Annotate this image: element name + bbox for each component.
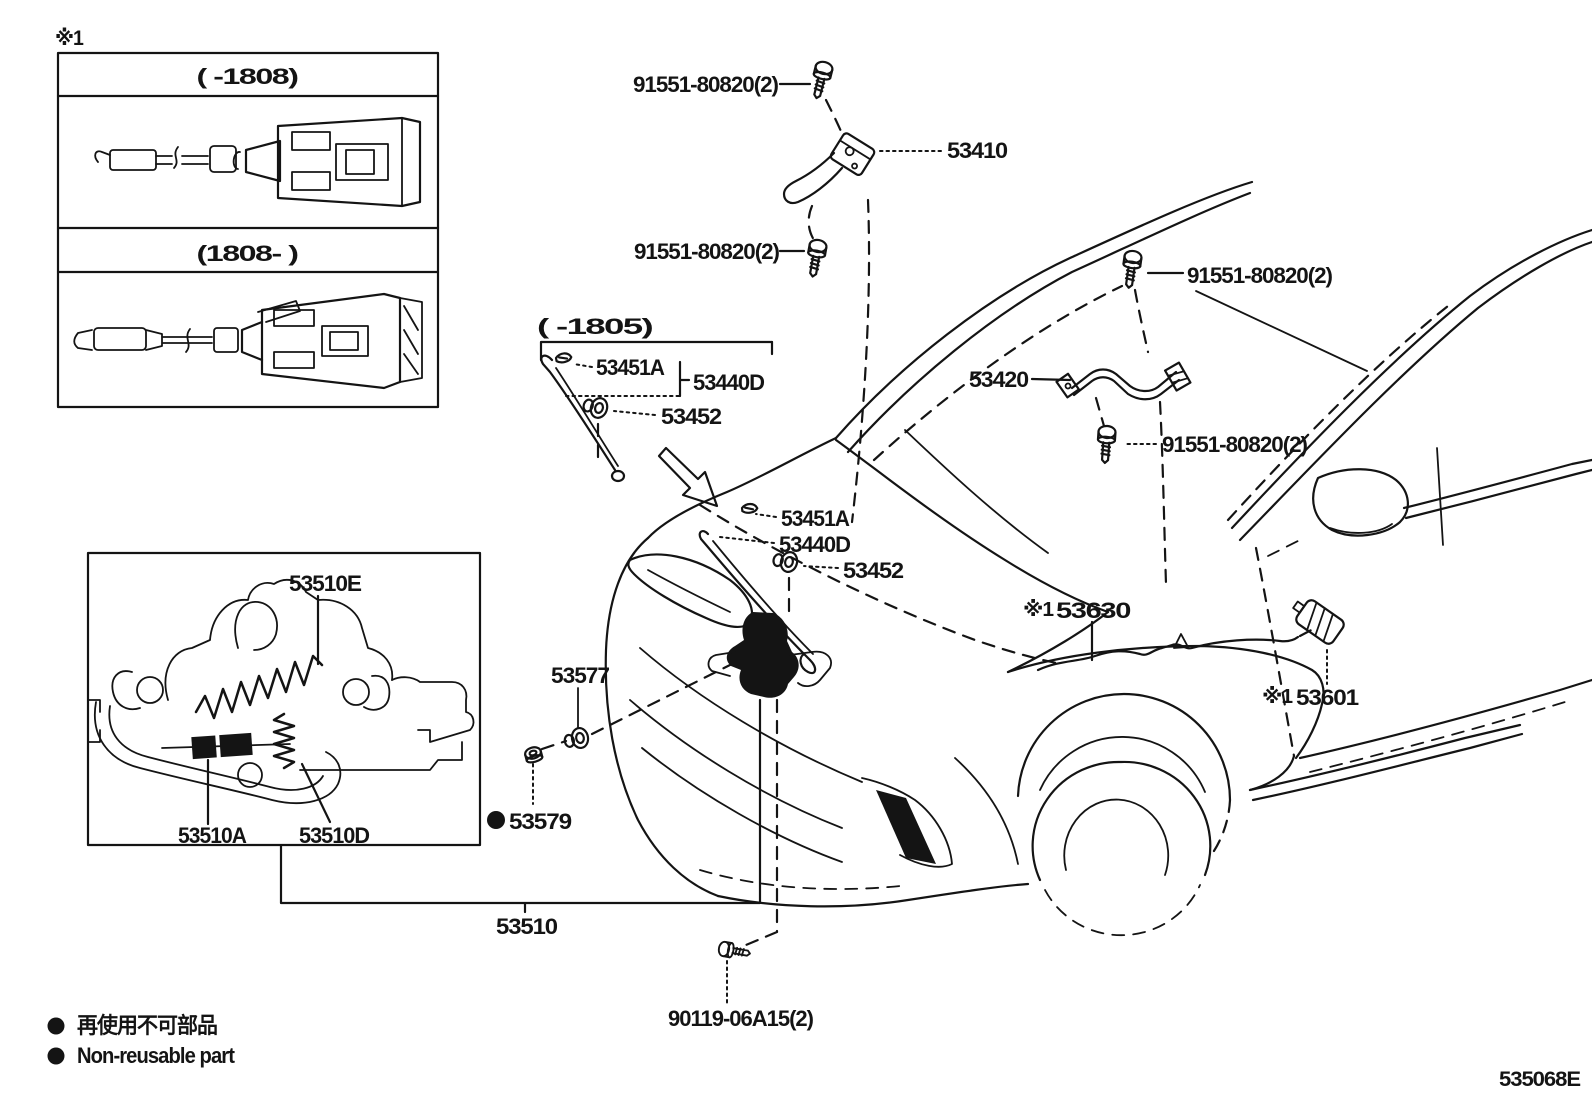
label-53452-2: 53452 (843, 558, 904, 583)
legend-bullets (47, 811, 505, 1065)
connector-housing-early (232, 116, 422, 208)
legend-en: Non-reusable part (77, 1043, 236, 1068)
inset-variant-early: ( -1808) (197, 64, 299, 89)
label-53510: 53510 (496, 914, 558, 939)
grommet-icon (561, 725, 591, 752)
label-91551-80820-4: 91551-80820(2) (1162, 432, 1308, 457)
label-91551-80820-2: 91551-80820(2) (634, 239, 780, 264)
label-53510E: 53510E (289, 571, 361, 596)
latch-bar (191, 732, 253, 760)
clip-icon (740, 501, 759, 516)
nut-icon (522, 744, 545, 765)
bolt-icon (1119, 248, 1144, 290)
leader-lines (206, 82, 1368, 1005)
connector-terminal-early (94, 145, 237, 173)
hood-hinge-53410 (782, 132, 876, 205)
bolt-icon (803, 237, 829, 280)
connector-housing-late (240, 292, 423, 390)
side-mirror (1267, 468, 1409, 557)
label-53451A-2: 53451A (781, 506, 850, 531)
bolt-icon (807, 59, 835, 102)
label-53579: 53579 (509, 809, 572, 834)
bolt-icon (1095, 424, 1117, 465)
inset-variant-late: (1808- ) (197, 241, 299, 266)
car-outline (604, 180, 1592, 937)
clip-icon (554, 351, 573, 365)
label-53440D-2: 53440D (779, 532, 850, 557)
label-53577: 53577 (551, 663, 610, 688)
label-53510D: 53510D (299, 823, 369, 848)
label-53451A-1: 53451A (596, 355, 665, 380)
label-53630-marker: ※1 (1023, 599, 1054, 621)
label-53510A: 53510A (178, 823, 247, 848)
label-53601-marker: ※1 (1262, 686, 1293, 708)
label-53410: 53410 (947, 138, 1008, 163)
label-53440D-1: 53440D (693, 370, 764, 395)
label-90119-06A15: 90119-06A15(2) (668, 1006, 814, 1031)
label-range-1805: ( -1805) (537, 314, 653, 339)
label-53452-1: 53452 (661, 404, 722, 429)
hood-lock-on-car (707, 612, 832, 698)
drawing-code: 535068E (1499, 1068, 1581, 1091)
grommet-icon (580, 392, 611, 422)
label-53601: 53601 (1296, 685, 1359, 710)
legend-bullet-en (47, 1047, 65, 1065)
note-marker: ※1 (55, 27, 84, 50)
part-labels: ※1 ( -1808) (1808- ) 91551-80820(2) 53410 915… (55, 27, 1582, 1091)
non-reusable-bullet (487, 811, 505, 829)
connector-terminal-late (73, 327, 239, 353)
release-cable-53630 (1036, 626, 1317, 672)
label-91551-80820-3: 91551-80820(2) (1187, 263, 1333, 288)
legend-bullet-jp (47, 1017, 65, 1035)
label-91551-80820-1: 91551-80820(2) (633, 72, 779, 97)
inset-connector-box (56, 51, 440, 409)
hood-lock-assembly-drawing (87, 578, 475, 804)
cowl-brace-53420 (1055, 361, 1192, 401)
direction-arrow (657, 446, 719, 508)
hood-lock-detail-box (86, 551, 482, 847)
label-53420: 53420 (969, 367, 1029, 392)
legend-jp: 再使用不可部品 (77, 1013, 217, 1038)
release-handle-53601 (1292, 599, 1345, 645)
label-53630: 53630 (1056, 598, 1131, 623)
